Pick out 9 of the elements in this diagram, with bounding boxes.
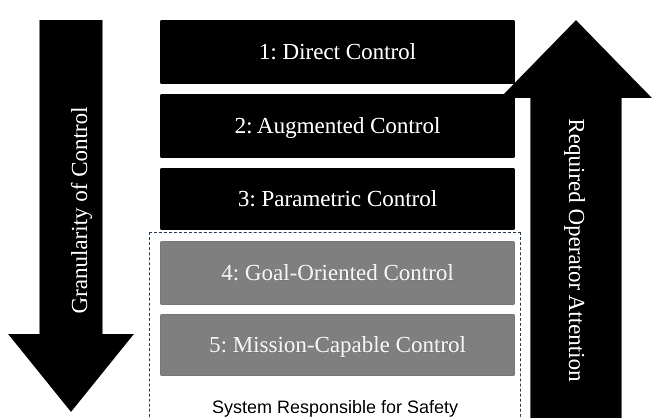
level-box: 2: Augmented Control <box>160 94 515 158</box>
level-box: 5: Mission-Capable Control <box>160 314 515 376</box>
group-label: System Responsible for Safety <box>210 397 460 418</box>
arrow-label: Required Operator Attention <box>563 118 589 382</box>
level-box: 1: Direct Control <box>160 20 515 84</box>
arrow-label: Granularity of Control <box>67 106 93 314</box>
level-box: 3: Parametric Control <box>160 168 515 230</box>
dashed-group-frame <box>149 232 521 419</box>
level-box: 4: Goal-Oriented Control <box>160 241 515 305</box>
